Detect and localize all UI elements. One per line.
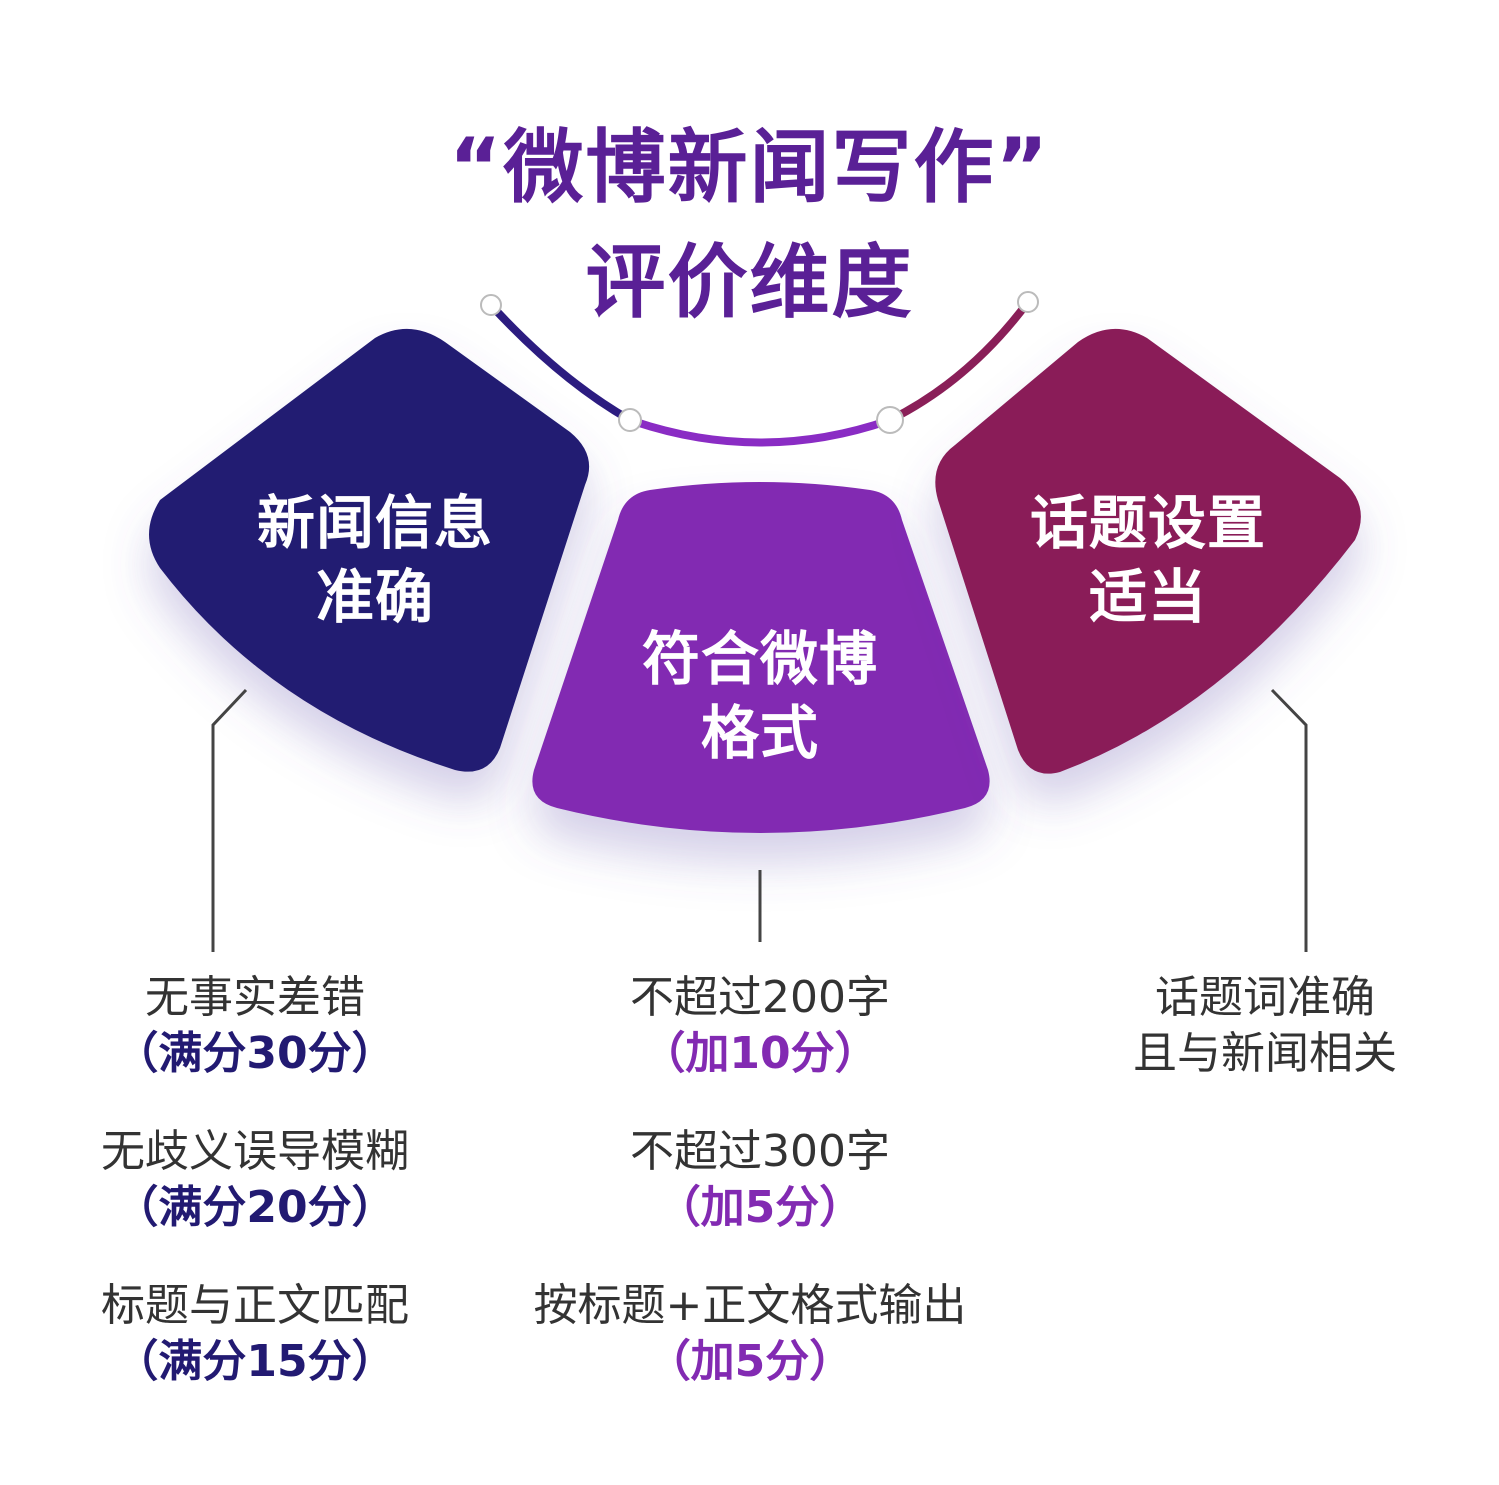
criterion-right: 话题词准确 且与新闻相关 [1060, 970, 1470, 1082]
criterion-left-3-text: 标题与正文匹配 [101, 1280, 409, 1331]
criterion-middle-2: 不超过300字 （加5分） [510, 1124, 1010, 1236]
arc-segment-right [886, 298, 1032, 424]
criterion-left-1: 无事实差错 （满分30分） [40, 970, 470, 1082]
card-left-title-line-2: 准确 [315, 563, 434, 631]
card-right-shape [935, 328, 1361, 774]
connector-left [211, 688, 248, 952]
criterion-right-2-text: 且与新闻相关 [1133, 1028, 1397, 1079]
criterion-middle-1-score: （加10分） [641, 1028, 879, 1079]
card-right-title-line-2: 适当 [1088, 563, 1207, 631]
criterion-left-1-text: 无事实差错 [145, 972, 365, 1023]
card-middle-title-line-2: 格式 [700, 699, 819, 767]
arc-segment-middle [626, 416, 894, 447]
card-right-title-line-1: 话题设置 [1029, 489, 1266, 557]
criterion-middle-2-text: 不超过300字 [630, 1126, 890, 1177]
criterion-left-3: 标题与正文匹配 （满分15分） [40, 1278, 470, 1390]
criterion-middle-2-score: （加5分） [656, 1182, 864, 1233]
arc-node-2 [618, 408, 642, 432]
criterion-middle-3-text: 按标题+正文格式输出 [533, 1280, 967, 1331]
card-middle-label: 符合微博 格式 [600, 622, 920, 770]
card-left-label: 新闻信息 准确 [215, 486, 535, 634]
card-left-title-line-1: 新闻信息 [256, 489, 493, 557]
title-line-2: 评价维度 [585, 236, 914, 329]
criterion-middle-1: 不超过200字 （加10分） [510, 970, 1010, 1082]
criterion-middle-1-text: 不超过200字 [630, 972, 890, 1023]
card-right-label: 话题设置 适当 [988, 486, 1308, 634]
criterion-left-1-score: （满分30分） [114, 1028, 396, 1079]
arc-node-1 [480, 294, 502, 316]
criterion-left-2-score: （满分20分） [114, 1182, 396, 1233]
card-middle-title-line-1: 符合微博 [641, 625, 878, 693]
criterion-middle-3: 按标题+正文格式输出 （加5分） [500, 1278, 1000, 1390]
criterion-right-1-text: 话题词准确 [1155, 972, 1375, 1023]
criterion-left-3-score: （满分15分） [114, 1336, 396, 1387]
connector-right [1270, 688, 1308, 952]
criterion-middle-3-score: （加5分） [646, 1336, 854, 1387]
criterion-left-2: 无歧义误导模糊 （满分20分） [40, 1124, 470, 1236]
criterion-left-2-text: 无歧义误导模糊 [101, 1126, 409, 1177]
title-line-1: “微博新闻写作” [448, 121, 1051, 214]
card-left-shape [149, 328, 590, 772]
arc-node-3 [876, 406, 904, 434]
card-middle-shape [532, 482, 990, 833]
arc-node-4 [1017, 291, 1039, 313]
arc-segment-left [487, 301, 634, 424]
